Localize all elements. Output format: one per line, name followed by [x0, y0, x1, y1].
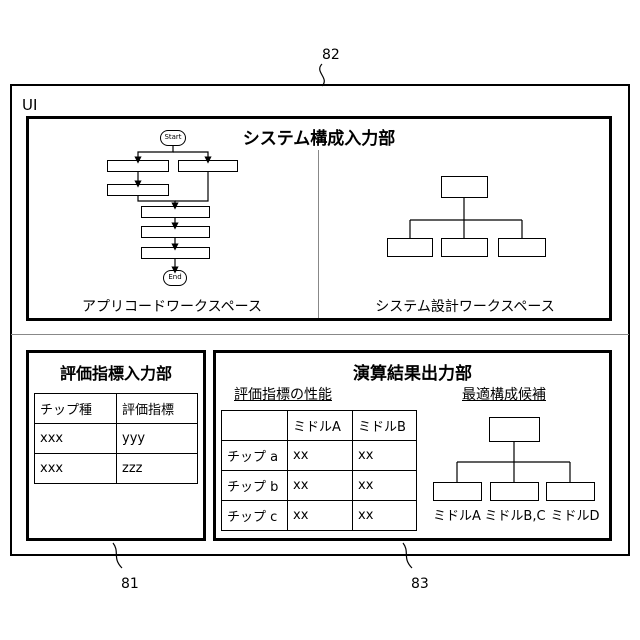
connector-lines [0, 0, 640, 640]
